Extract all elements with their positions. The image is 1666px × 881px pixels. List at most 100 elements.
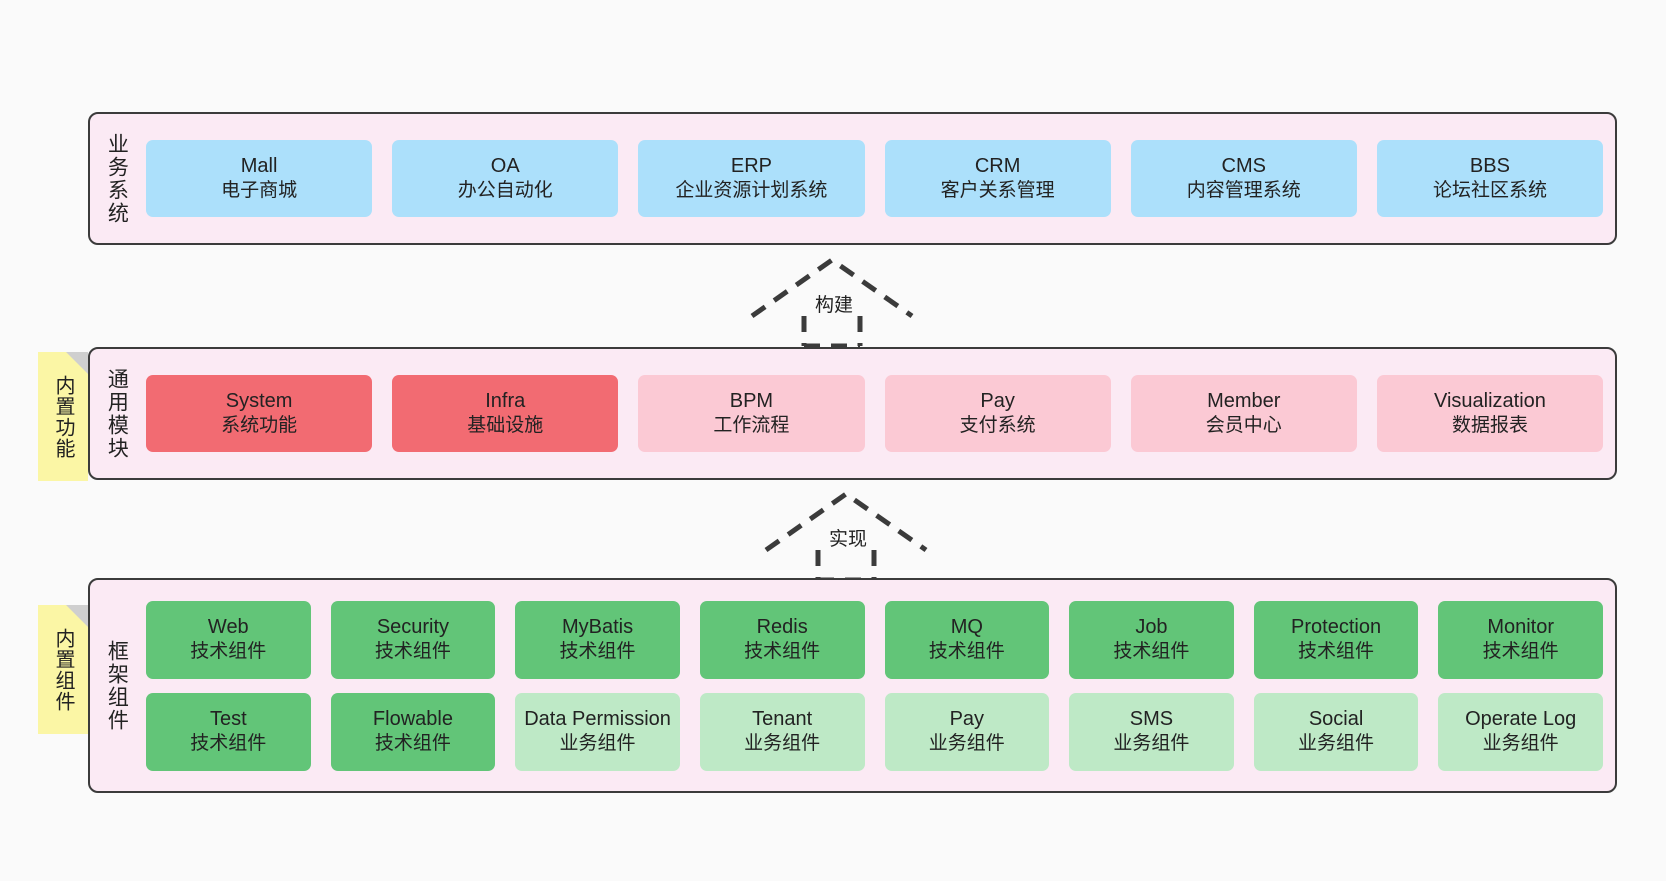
module-card-pay[interactable]: Pay 支付系统 [884, 375, 1111, 452]
module-card-protection[interactable]: Protection 技术组件 [1253, 600, 1419, 679]
module-card-subtitle: 支付系统 [959, 415, 1036, 437]
module-card-title: Test [209, 708, 247, 731]
module-card-title: OA [490, 155, 520, 178]
module-card-subtitle: 工作流程 [713, 415, 790, 437]
module-card-operate-log[interactable]: Operate Log 业务组件 [1438, 692, 1603, 771]
module-card-bbs[interactable]: BBS 论坛社区系统 [1376, 140, 1604, 217]
module-card-mybatis[interactable]: MyBatis 技术组件 [515, 600, 680, 679]
module-card-redis[interactable]: Redis 技术组件 [699, 600, 865, 679]
module-card-title: Mall [240, 155, 278, 178]
module-card-title: Social [1308, 708, 1364, 731]
module-card-subtitle: 论坛社区系统 [1432, 180, 1547, 202]
module-card-title: BBS [1469, 155, 1510, 178]
sticky-fold-corner-icon [66, 605, 88, 627]
module-card-subtitle: 业务组件 [559, 733, 636, 755]
module-card-title: Job [1135, 616, 1168, 639]
module-card-sms[interactable]: SMS 业务组件 [1069, 692, 1234, 771]
layer-body-common: System 系统功能 Infra 基础设施 BPM 工作流程 Pay 支付系统… [136, 357, 1604, 470]
layer-common-module: 通用模块 System 系统功能 Infra 基础设施 BPM 工作流程 Pay… [88, 347, 1617, 480]
module-card-tenant[interactable]: Tenant 业务组件 [699, 692, 865, 771]
module-card-subtitle: 技术组件 [1298, 641, 1375, 663]
module-card-title: Protection [1291, 616, 1382, 639]
module-card-flowable[interactable]: Flowable 技术组件 [330, 692, 496, 771]
module-card-subtitle: 业务组件 [928, 733, 1005, 755]
module-card-pay-business[interactable]: Pay 业务组件 [884, 692, 1050, 771]
layer-business-system: 业务系统 Mall 电子商城 OA 办公自动化 ERP 企业资源计划系统 CRM… [88, 112, 1617, 245]
layer-body-business: Mall 电子商城 OA 办公自动化 ERP 企业资源计划系统 CRM 客户关系… [136, 122, 1604, 235]
module-card-cms[interactable]: CMS 内容管理系统 [1130, 140, 1357, 217]
module-card-subtitle: 技术组件 [374, 641, 451, 663]
module-card-subtitle: 业务组件 [744, 733, 821, 755]
module-card-title: BPM [729, 390, 774, 413]
module-card-title: ERP [730, 155, 772, 178]
module-card-subtitle: 技术组件 [190, 733, 267, 755]
module-card-job[interactable]: Job 技术组件 [1069, 600, 1234, 679]
module-card-data-permission[interactable]: Data Permission 业务组件 [515, 692, 680, 771]
module-card-member[interactable]: Member 会员中心 [1130, 375, 1357, 452]
module-card-visualization[interactable]: Visualization 数据报表 [1376, 375, 1604, 452]
module-card-test[interactable]: Test 技术组件 [146, 692, 311, 771]
module-card-web[interactable]: Web 技术组件 [146, 600, 311, 679]
module-card-title: System [225, 390, 293, 413]
module-card-title: MQ [950, 616, 983, 639]
layer-title-business: 业务系统 [105, 132, 129, 225]
arrow-head-outline [764, 490, 928, 553]
arrow-label-implement: 实现 [826, 524, 871, 551]
module-card-subtitle: 电子商城 [221, 180, 298, 202]
module-card-subtitle: 技术组件 [374, 733, 451, 755]
module-card-subtitle: 系统功能 [221, 415, 298, 437]
layer-body-framework: Web 技术组件 Security 技术组件 MyBatis 技术组件 Redi… [136, 588, 1603, 783]
sticky-fold-corner-icon [66, 352, 88, 374]
module-card-title: MyBatis [562, 616, 634, 639]
layer-row: Mall 电子商城 OA 办公自动化 ERP 企业资源计划系统 CRM 客户关系… [146, 140, 1604, 217]
module-card-security[interactable]: Security 技术组件 [330, 600, 496, 679]
module-card-subtitle: 业务组件 [1482, 733, 1559, 755]
layer-row: Test 技术组件 Flowable 技术组件 Data Permission … [146, 692, 1603, 771]
layer-row: Web 技术组件 Security 技术组件 MyBatis 技术组件 Redi… [146, 600, 1603, 679]
module-card-subtitle: 技术组件 [744, 641, 821, 663]
sticky-note-label: 内置功能 [52, 374, 74, 459]
module-card-title: Tenant [752, 708, 813, 731]
module-card-subtitle: 基础设施 [467, 415, 544, 437]
sticky-note-builtin-function: 内置功能 [38, 352, 88, 481]
module-card-bpm[interactable]: BPM 工作流程 [638, 375, 865, 452]
module-card-monitor[interactable]: Monitor 技术组件 [1438, 600, 1603, 679]
module-card-mq[interactable]: MQ 技术组件 [884, 600, 1050, 679]
arrow-label-build: 构建 [812, 290, 857, 317]
module-card-title: Flowable [372, 708, 453, 731]
arrow-build [750, 256, 914, 349]
module-card-title: Infra [485, 390, 526, 413]
layer-row: System 系统功能 Infra 基础设施 BPM 工作流程 Pay 支付系统… [146, 375, 1604, 452]
module-card-title: CRM [974, 155, 1021, 178]
module-card-title: Member [1207, 390, 1281, 413]
sticky-note-builtin-component: 内置组件 [38, 605, 88, 734]
module-card-subtitle: 业务组件 [1113, 733, 1190, 755]
module-card-subtitle: 内容管理系统 [1186, 180, 1301, 202]
module-card-title: Redis [756, 616, 808, 639]
module-card-subtitle: 技术组件 [559, 641, 636, 663]
module-card-subtitle: 客户关系管理 [940, 180, 1055, 202]
module-card-subtitle: 数据报表 [1451, 415, 1528, 437]
module-card-subtitle: 会员中心 [1205, 415, 1282, 437]
module-card-title: Security [376, 616, 450, 639]
module-card-subtitle: 办公自动化 [457, 180, 553, 202]
module-card-oa[interactable]: OA 办公自动化 [392, 140, 619, 217]
module-card-subtitle: 业务组件 [1298, 733, 1375, 755]
module-card-social[interactable]: Social 业务组件 [1253, 692, 1419, 771]
module-card-title: Web [207, 616, 249, 639]
module-card-title: CMS [1221, 155, 1266, 178]
module-card-subtitle: 技术组件 [1113, 641, 1190, 663]
module-card-title: SMS [1129, 708, 1174, 731]
module-card-subtitle: 技术组件 [1482, 641, 1559, 663]
arrow-head-outline [750, 256, 914, 319]
module-card-mall[interactable]: Mall 电子商城 [146, 140, 373, 217]
module-card-system[interactable]: System 系统功能 [146, 375, 373, 452]
module-card-erp[interactable]: ERP 企业资源计划系统 [638, 140, 865, 217]
module-card-title: Visualization [1433, 390, 1546, 413]
module-card-title: Monitor [1487, 616, 1555, 639]
module-card-subtitle: 技术组件 [928, 641, 1005, 663]
module-card-crm[interactable]: CRM 客户关系管理 [884, 140, 1111, 217]
module-card-infra[interactable]: Infra 基础设施 [392, 375, 619, 452]
layer-title-common: 通用模块 [105, 367, 129, 460]
